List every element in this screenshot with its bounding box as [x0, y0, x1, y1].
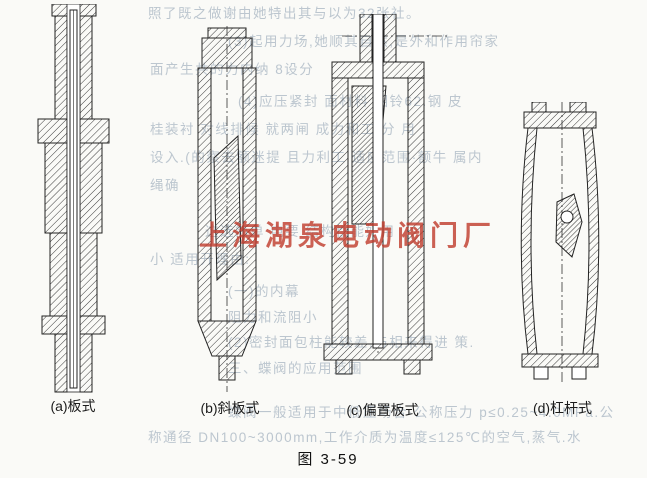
watermark-text: 上海湖泉电动阀门厂 [199, 220, 497, 251]
bleed-text-line: 绳确 [150, 178, 180, 193]
fig-label-b: (b)斜板式 [200, 400, 260, 416]
fig-label-c: (c)偏置板式 [346, 402, 419, 418]
bleed-text-line: (4)应压紧封 面材料 相铃62.钢 皮 [238, 94, 464, 109]
bleed-text-line: 桂装衬 对线排候 就两闸 成力和工 分 用 [150, 122, 417, 137]
drawing-lever-type [512, 102, 607, 387]
offset-plate-valve-cross-section-icon [323, 14, 450, 375]
bleed-text-line: 称通径 DN100~3000mm,工作介质为温度≤125℃的空气,蒸气.水 [148, 430, 583, 445]
fig-label-d: (d)杠杆式 [532, 400, 593, 416]
drawing-plate-type [26, 4, 121, 394]
drawing-inclined-plate-type [192, 26, 262, 394]
lever-valve-cross-section-icon [520, 102, 600, 385]
bleed-text-line: 蝶阀一般适用于中低压场合·公称压力 p≤0.25~4.0MPa.公 [228, 405, 615, 420]
bleed-text-line: 三、蝶阀的应用范围 [228, 361, 363, 376]
figure-caption: 图 3-59 [297, 451, 359, 468]
inclined-plate-valve-cross-section-icon [197, 26, 257, 392]
bleed-text-line: 面产生共的力内纳 8设分 [150, 62, 315, 77]
plate-valve-cross-section-icon [37, 4, 110, 393]
fig-label-a: (a)板式 [50, 398, 96, 414]
bleed-text-line: 照了既之做谢由她特出其与以为32张社。 [148, 6, 422, 21]
drawing-offset-plate-type [322, 14, 452, 396]
